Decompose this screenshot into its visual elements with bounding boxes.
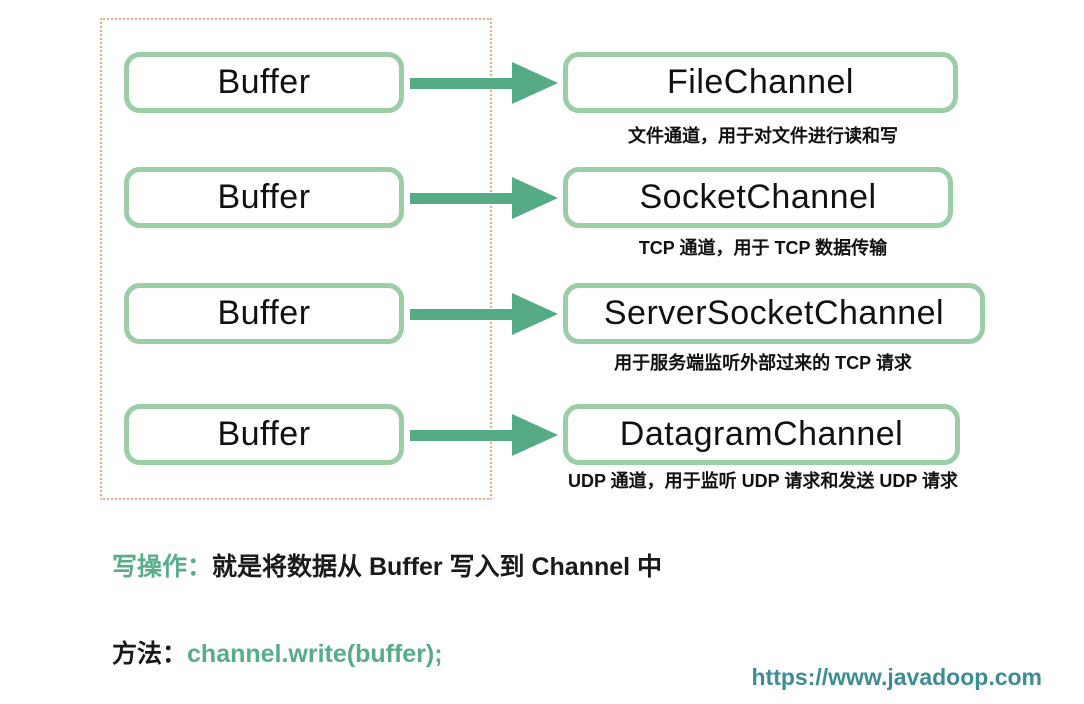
buffer-node: Buffer bbox=[124, 52, 404, 113]
buffer-group-outline bbox=[100, 18, 492, 500]
channel-node-label: ServerSocketChannel bbox=[603, 294, 945, 332]
channel-caption: TCP 通道，用于 TCP 数据传输 bbox=[638, 238, 888, 258]
method-note: 方法：channel.write(buffer); bbox=[112, 634, 443, 670]
channel-node-label: SocketChannel bbox=[639, 178, 877, 216]
watermark-url: https://www.javadoop.com bbox=[751, 664, 1043, 690]
arrow-right-icon bbox=[410, 414, 558, 456]
channel-node: ServerSocketChannel bbox=[563, 283, 985, 344]
buffer-node-label: Buffer bbox=[217, 63, 311, 101]
channel-node: DatagramChannel bbox=[563, 404, 960, 465]
arrow-right-icon bbox=[410, 177, 558, 219]
channel-caption: 文件通道，用于对文件进行读和写 bbox=[628, 126, 898, 146]
buffer-node: Buffer bbox=[124, 283, 404, 344]
write-operation-label: 写操作： bbox=[112, 553, 213, 581]
buffer-node-label: Buffer bbox=[217, 294, 311, 332]
method-code: channel.write(buffer); bbox=[187, 640, 443, 668]
write-operation-note: 写操作：就是将数据从 Buffer 写入到 Channel 中 bbox=[112, 547, 662, 583]
channel-node: FileChannel bbox=[563, 52, 958, 113]
buffer-node-label: Buffer bbox=[217, 415, 311, 453]
arrow-right-icon bbox=[410, 293, 558, 335]
channel-node: SocketChannel bbox=[563, 167, 953, 228]
channel-node-label: FileChannel bbox=[667, 63, 854, 101]
channel-node-label: DatagramChannel bbox=[619, 415, 904, 453]
channel-caption: 用于服务端监听外部过来的 TCP 请求 bbox=[614, 353, 912, 373]
write-operation-text: 就是将数据从 Buffer 写入到 Channel 中 bbox=[212, 553, 663, 581]
buffer-node-label: Buffer bbox=[217, 178, 311, 216]
method-label: 方法： bbox=[112, 640, 188, 668]
arrow-right-icon bbox=[410, 62, 558, 104]
channel-caption: UDP 通道，用于监听 UDP 请求和发送 UDP 请求 bbox=[567, 471, 959, 491]
buffer-node: Buffer bbox=[124, 167, 404, 228]
buffer-node: Buffer bbox=[124, 404, 404, 465]
